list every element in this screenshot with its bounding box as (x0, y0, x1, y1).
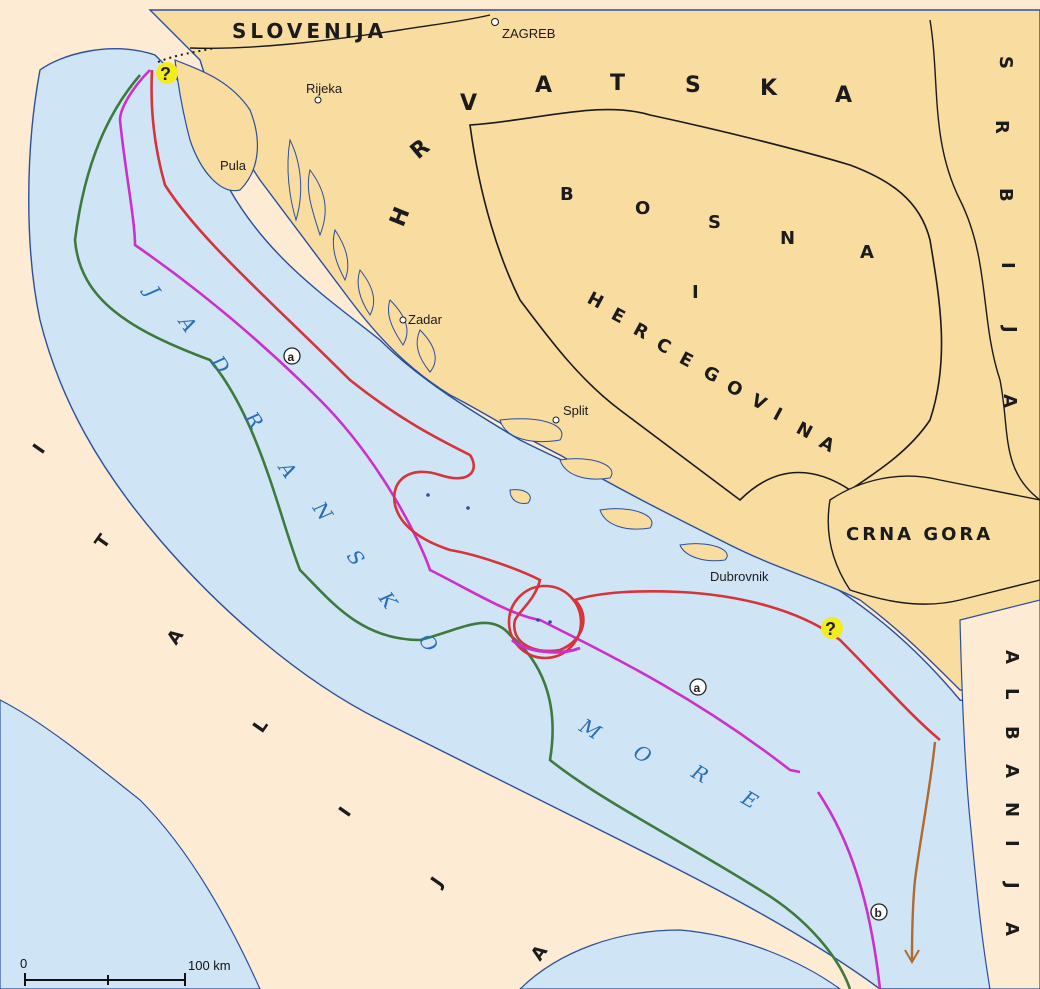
brown-arrow-tip (904, 949, 920, 964)
marker-a-label: a (694, 681, 701, 695)
jabuka-dot (548, 620, 552, 624)
red-boundary-line (150, 69, 941, 741)
slovenia-border (189, 14, 491, 49)
jabuka-dot (426, 493, 430, 497)
city-zagreb: ZAGREB (502, 26, 555, 41)
hrvatska-letter: S (685, 73, 701, 98)
bosna-letter: N (780, 228, 795, 249)
zadar-dot (399, 316, 407, 324)
label-albanija: A L B A N I J A (1001, 650, 1022, 936)
albanija-letter: J (1001, 880, 1022, 889)
city-split: Split (563, 403, 589, 418)
hrvatska-letter: T (610, 71, 625, 96)
srbija-letter: B (995, 188, 1016, 202)
albanija-letter: L (1001, 688, 1022, 699)
islands (287, 138, 728, 562)
hrvatska-letter: V (460, 91, 477, 116)
split-dot (552, 416, 560, 424)
ionian-sea (519, 929, 842, 989)
scale-bar: 0 100 km (20, 956, 231, 986)
marker-b (870, 903, 888, 921)
jabuka-circle-bottom (510, 638, 581, 654)
tyrrhenian-sea (0, 699, 261, 989)
scale-start: 0 (20, 956, 27, 971)
istria (174, 59, 259, 192)
bosna-letter: O (635, 198, 650, 219)
hrvatska-letter: A (835, 83, 852, 108)
marker-a-south (689, 678, 707, 696)
label-srbija: S R B I J A (991, 56, 1020, 408)
albanija-letter: I (1001, 840, 1022, 847)
albanija-letter: A (1001, 650, 1022, 664)
serbia-border (929, 19, 1040, 501)
marker-a-label: a (288, 350, 295, 364)
city-zadar: Zadar (408, 312, 443, 327)
scale-end: 100 km (188, 958, 231, 973)
zagreb-dot (491, 18, 499, 26)
green-boundary-line (73, 74, 852, 989)
question-mark: ? (825, 619, 836, 639)
adriatic-sea (28, 48, 1040, 989)
albania-land (959, 599, 1040, 989)
bosnia-land (469, 108, 943, 502)
srbija-letter: J (999, 324, 1020, 333)
label-i: I (692, 282, 699, 303)
marker-b-label: b (875, 906, 882, 920)
srbija-letter: R (991, 120, 1012, 134)
rijeka-dot (314, 96, 322, 104)
albanija-letter: A (1001, 764, 1022, 778)
brown-boundary-line (910, 741, 937, 961)
question-marker-north (156, 62, 178, 84)
bosna-letter: S (708, 212, 721, 233)
albanija-letter: N (1001, 802, 1022, 817)
srbija-letter: S (995, 56, 1016, 69)
albanija-letter: A (1001, 922, 1022, 936)
label-crna-gora: CRNA GORA (846, 524, 993, 545)
marker-a-north (283, 347, 301, 365)
city-dubrovnik: Dubrovnik (710, 569, 769, 584)
albanija-letter: B (1001, 726, 1022, 740)
magenta-boundary-line-south (816, 791, 882, 989)
hrvatska-letter: A (535, 73, 552, 98)
question-marker-south (821, 617, 843, 639)
city-rijeka: Rijeka (306, 81, 343, 96)
jabuka-circle (507, 584, 583, 660)
jabuka-dot (466, 506, 470, 510)
srbija-letter: I (997, 262, 1018, 269)
question-mark: ? (160, 64, 171, 84)
magenta-boundary-line (118, 69, 801, 774)
bosna-letter: A (860, 242, 874, 263)
srbija-letter: A (999, 394, 1020, 408)
montenegro-land (827, 475, 1040, 605)
jabuka-dot (536, 618, 540, 622)
label-slovenija: SLOVENIJA (232, 19, 387, 43)
city-pula: Pula (220, 158, 247, 173)
bosna-letter: B (560, 184, 574, 205)
hrvatska-letter: K (760, 76, 778, 101)
label-bosna: B O S N A (560, 184, 874, 263)
